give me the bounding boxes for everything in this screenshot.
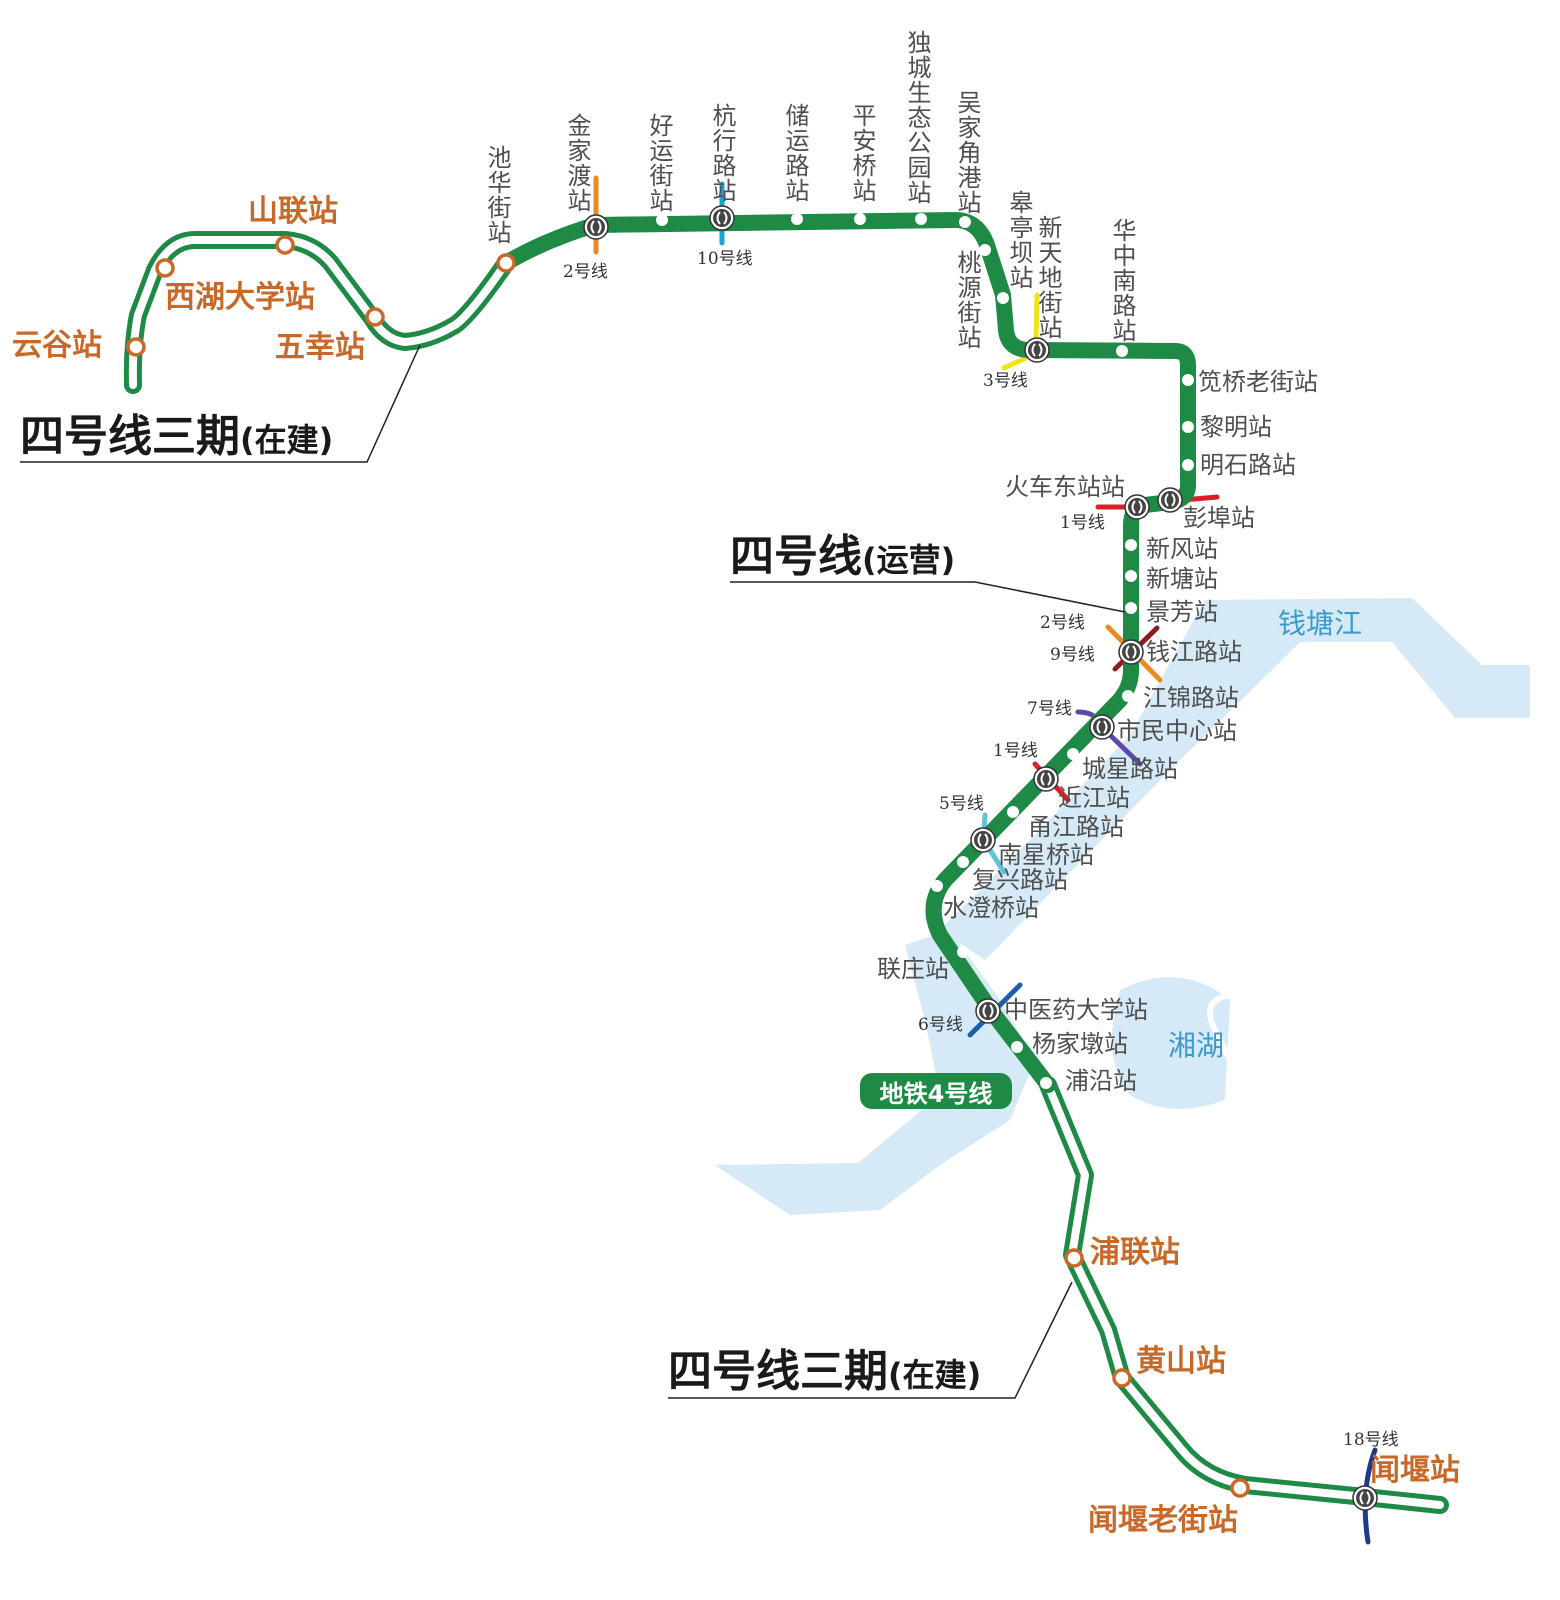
station-label: 江锦路站 bbox=[1143, 684, 1239, 712]
title-status: (在建) bbox=[888, 1356, 982, 1394]
station-label: 新天地街站 bbox=[1034, 215, 1062, 340]
station-label: 黎明站 bbox=[1200, 413, 1272, 441]
transfer-line-label: 5号线 bbox=[939, 794, 984, 814]
transfer-line-label: 2号线 bbox=[1040, 613, 1085, 633]
lake-label: 湘湖 bbox=[1168, 1029, 1225, 1062]
station-label: 闻堰站 bbox=[1370, 1453, 1460, 1488]
line-badge: 地铁4号线 bbox=[860, 1073, 1012, 1109]
title-main: 四号线三期 bbox=[668, 1346, 888, 1397]
transfer-line-label: 1号线 bbox=[993, 741, 1038, 761]
transfer-line-label: 1号线 bbox=[1060, 513, 1105, 533]
title-status: (运营) bbox=[862, 541, 956, 579]
station-label: 杨家墩站 bbox=[1032, 1030, 1128, 1058]
transfer-line-label: 18号线 bbox=[1343, 1430, 1399, 1450]
station-label: 中医药大学站 bbox=[1004, 996, 1148, 1024]
leader-lines bbox=[20, 344, 1126, 1399]
station-label: 云谷站 bbox=[12, 328, 102, 363]
station-label: 池华街站 bbox=[483, 145, 511, 245]
lake-shore bbox=[1207, 992, 1243, 1082]
interchange-icon bbox=[1024, 337, 1050, 363]
station-label: 西湖大学站 bbox=[165, 280, 315, 315]
qiantang-river bbox=[715, 598, 1530, 1215]
interchange-icon bbox=[1124, 494, 1150, 520]
station-label: 彭埠站 bbox=[1183, 504, 1255, 532]
station-label: 南星桥站 bbox=[998, 841, 1094, 869]
title-main: 四号线三期 bbox=[20, 411, 240, 462]
station-label: 火车东站站 bbox=[1005, 473, 1125, 501]
station-label: 山联站 bbox=[248, 194, 338, 229]
construction-station-rings bbox=[126, 235, 1250, 1498]
station-dots bbox=[656, 213, 1194, 1089]
station-label: 联庄站 bbox=[877, 955, 949, 983]
transfer-line-label: 10号线 bbox=[697, 249, 753, 269]
interchange-icon bbox=[975, 998, 1001, 1024]
station-label: 金家渡站 bbox=[563, 113, 591, 213]
station-label: 好运街站 bbox=[645, 113, 673, 213]
interchange-icon bbox=[1033, 766, 1059, 792]
interchange-icon bbox=[583, 214, 609, 240]
interchange-icons bbox=[583, 205, 1378, 1511]
station-label: 五幸站 bbox=[275, 330, 365, 365]
station-label: 新风站 bbox=[1146, 535, 1218, 563]
title-operating: 四号线(运营) bbox=[730, 535, 955, 579]
line4-phase3-west bbox=[123, 231, 515, 394]
station-label: 新塘站 bbox=[1146, 565, 1218, 593]
interchange-icon bbox=[1157, 487, 1183, 513]
interchange-icon bbox=[1352, 1485, 1378, 1511]
station-label: 明石路站 bbox=[1200, 451, 1296, 479]
interchange-icon bbox=[1118, 639, 1144, 665]
title-phase3-south: 四号线三期(在建) bbox=[668, 1350, 981, 1394]
station-label: 平安桥站 bbox=[848, 103, 876, 203]
river-label: 钱塘江 bbox=[1278, 607, 1363, 640]
station-label: 复兴路站 bbox=[972, 866, 1068, 894]
station-label: 吴家角港站 bbox=[953, 90, 981, 215]
transfer-line-label: 9号线 bbox=[1050, 645, 1095, 665]
station-label: 闻堰老街站 bbox=[1088, 1503, 1238, 1538]
station-label: 黄山站 bbox=[1136, 1344, 1226, 1379]
station-label: 水澄桥站 bbox=[943, 894, 1039, 922]
title-status: (在建) bbox=[240, 421, 334, 459]
station-label: 独城生态公园站 bbox=[903, 30, 931, 205]
transfer-line-label: 7号线 bbox=[1027, 699, 1072, 719]
title-main: 四号线 bbox=[730, 531, 862, 582]
station-label: 景芳站 bbox=[1146, 598, 1218, 626]
transfer-line-label: 3号线 bbox=[983, 371, 1028, 391]
station-label: 城星路站 bbox=[1082, 755, 1178, 783]
station-label: 储运路站 bbox=[781, 103, 809, 203]
station-label: 杭行路站 bbox=[708, 103, 736, 203]
station-label: 钱江路站 bbox=[1146, 638, 1242, 666]
interchange-icon bbox=[709, 205, 735, 231]
station-label: 近江站 bbox=[1058, 784, 1130, 812]
station-label: 浦沿站 bbox=[1065, 1067, 1137, 1095]
transfer-line-label: 2号线 bbox=[563, 262, 608, 282]
station-label: 市民中心站 bbox=[1117, 717, 1237, 745]
station-label: 浦联站 bbox=[1090, 1235, 1180, 1270]
interchange-icon bbox=[1089, 714, 1115, 740]
interchange-icon bbox=[970, 827, 996, 853]
transfer-line-label: 6号线 bbox=[918, 1015, 963, 1035]
title-phase3-west: 四号线三期(在建) bbox=[20, 415, 333, 459]
station-label: 笕桥老街站 bbox=[1198, 368, 1318, 396]
station-label: 华中南路站 bbox=[1108, 218, 1136, 343]
station-label: 甬江路站 bbox=[1028, 813, 1124, 841]
station-label: 皋亭坝站 bbox=[1005, 190, 1033, 290]
station-label: 桃源街站 bbox=[953, 250, 981, 350]
